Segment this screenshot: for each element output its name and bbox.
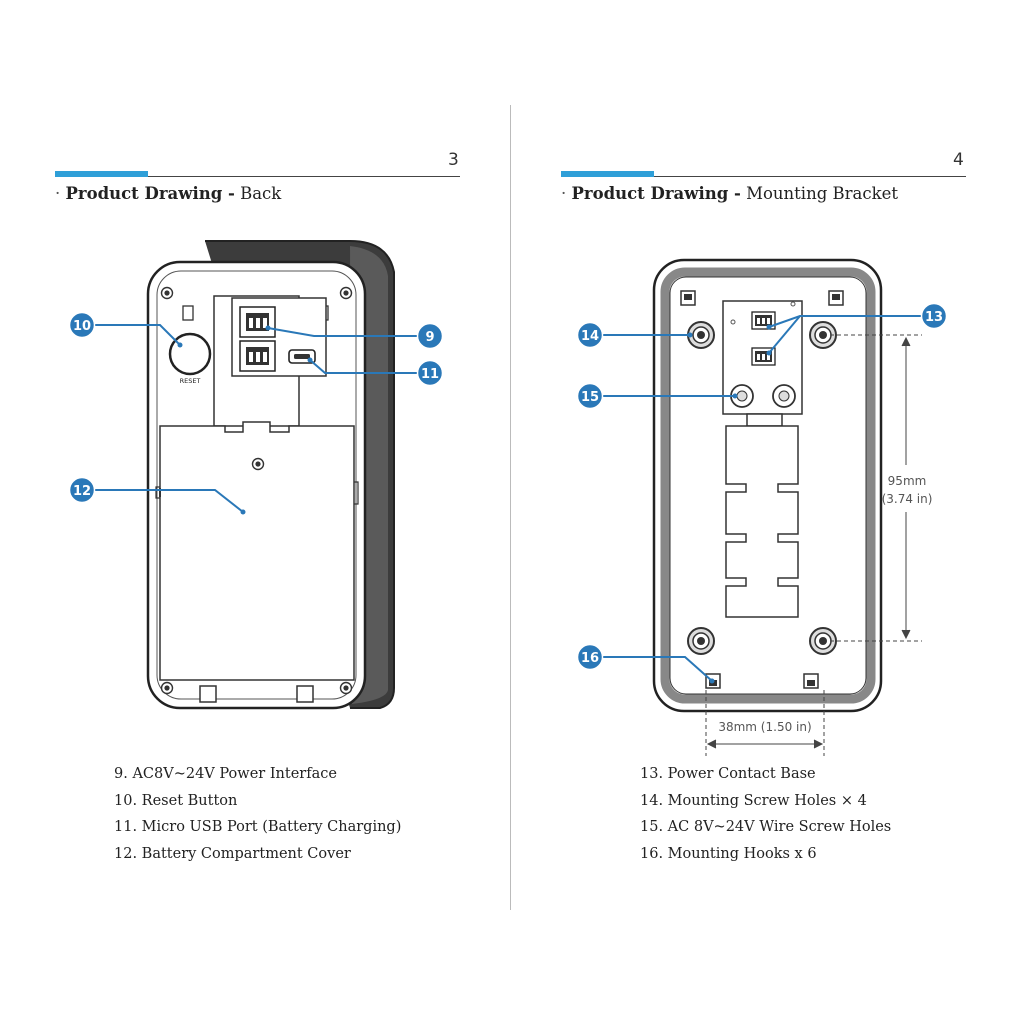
left-header-accent (55, 171, 148, 177)
right-header-rule (561, 176, 966, 177)
left-legend: 9. AC8V~24V Power Interface 10. Reset Bu… (114, 761, 401, 867)
callout-10: 10 (68, 311, 96, 339)
right-section-title: · Product Drawing - Mounting Bracket (561, 184, 898, 203)
left-page-number: 3 (448, 150, 459, 170)
svg-text:9: 9 (425, 330, 434, 345)
right-page-number: 4 (953, 150, 964, 170)
callout-12: 12 (68, 476, 96, 504)
mounting-bracket-drawing (652, 258, 883, 713)
callout-14: 14 (576, 321, 604, 349)
left-title-rest: Back (234, 184, 282, 203)
callout-15: 15 (576, 382, 604, 410)
svg-text:15: 15 (581, 390, 599, 405)
svg-text:16: 16 (581, 651, 599, 666)
legend-item-11: 11. Micro USB Port (Battery Charging) (114, 819, 402, 835)
right-legend: 13. Power Contact Base 14. Mounting Scre… (640, 761, 891, 867)
callout-11: 11 (416, 359, 444, 387)
callout-16: 16 (576, 643, 604, 671)
svg-text:13: 13 (925, 310, 943, 325)
page-divider (510, 105, 511, 910)
legend-item-13: 13. Power Contact Base (640, 766, 816, 782)
legend-item-16: 16. Mounting Hooks x 6 (640, 845, 817, 862)
dimension-height-in: (3.74 in) (882, 492, 933, 506)
svg-text:11: 11 (421, 367, 439, 382)
right-callout-lines (600, 315, 934, 682)
svg-text:10: 10 (73, 319, 91, 334)
legend-item-15: 15. AC 8V~24V Wire Screw Holes (640, 819, 892, 835)
dimension-lines (705, 334, 922, 756)
left-title-bold: Product Drawing - (65, 184, 235, 203)
legend-item-10: 10. Reset Button (114, 792, 238, 809)
legend-item-9: 9. AC8V~24V Power Interface (114, 766, 337, 782)
left-header-rule (55, 176, 460, 177)
dimension-height-mm: 95mm (888, 474, 927, 488)
left-section-title: · Product Drawing - Back (55, 184, 282, 203)
legend-item-14: 14. Mounting Screw Holes × 4 (640, 792, 867, 809)
right-header-accent (561, 171, 654, 177)
callout-13: 13 (920, 302, 948, 330)
legend-item-12: 12. Battery Compartment Cover (114, 845, 351, 862)
callout-9: 9 (416, 322, 444, 350)
reset-label: RESET (180, 377, 201, 385)
right-title-bold: Product Drawing - (571, 184, 741, 203)
svg-text:12: 12 (73, 484, 91, 499)
right-title-rest: Mounting Bracket (740, 184, 898, 203)
dimension-width: 38mm (1.50 in) (718, 720, 811, 734)
doorbell-back-drawing (146, 240, 395, 710)
left-callout-lines (94, 324, 433, 513)
svg-text:14: 14 (581, 329, 599, 344)
